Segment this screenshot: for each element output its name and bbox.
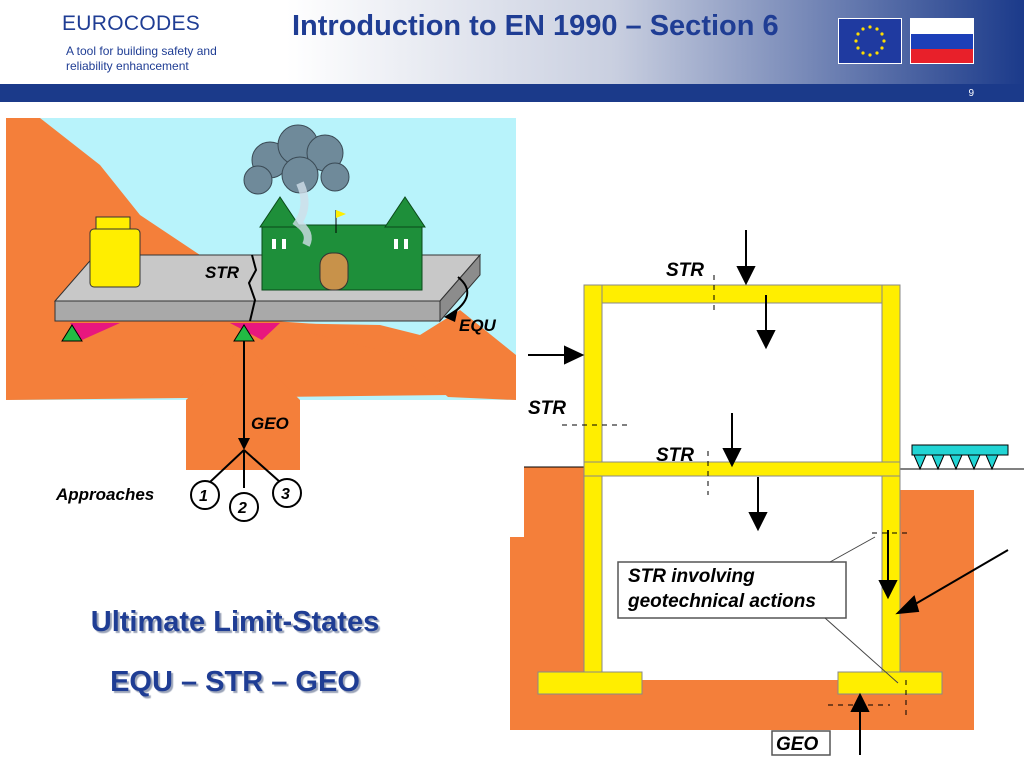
- approach-2-circle: [229, 492, 259, 522]
- brand-title: EUROCODES: [62, 12, 201, 35]
- limit-states-heading: Ultimate Limit-States: [90, 606, 380, 638]
- limit-states-subheading: EQU – STR – GEO: [110, 666, 360, 698]
- str-label: STR: [205, 263, 240, 282]
- smoke-cloud-icon: [243, 124, 350, 195]
- equ-label: EQU: [459, 316, 497, 335]
- support-left: [70, 323, 120, 340]
- approach-1-circle: [190, 480, 220, 510]
- frame-structure-illustration: STR STR STR STR involving geotechnical a…: [510, 230, 1024, 756]
- right-slope: [270, 310, 516, 400]
- str-side-label: STR: [528, 398, 566, 419]
- eu-flag-icon: [838, 18, 902, 64]
- str-top-label: STR: [666, 260, 704, 281]
- slide-title: Introduction to EN 1990 – Section 6: [292, 10, 779, 42]
- frame: [537, 284, 943, 695]
- approach-3-label: 3: [281, 486, 290, 503]
- geo-label: GEO: [251, 414, 289, 433]
- approach-1-label: 1: [199, 488, 208, 505]
- soil-mass: [510, 467, 974, 730]
- hinge-left: [61, 324, 83, 342]
- approaches-label: Approaches: [55, 485, 154, 504]
- geo-box: [771, 730, 831, 756]
- surcharge-triangles: [913, 454, 999, 471]
- brand-tagline: A tool for building safety and reliabili…: [66, 44, 217, 73]
- header-bar: [0, 84, 1024, 102]
- str-mid-label: STR: [656, 445, 694, 466]
- russia-flag-icon: [910, 18, 974, 64]
- load-arrows: [528, 230, 1009, 755]
- approach-2-label: 2: [237, 500, 247, 517]
- str-geotech-line-2: geotechnical actions: [627, 591, 816, 612]
- str-geotech-callout: [617, 561, 847, 619]
- ground-beam-illustration: STR EQU GEO Approaches 1 2 3: [6, 118, 516, 522]
- castle-icon: [259, 196, 426, 291]
- str-geotech-line-1: STR involving: [628, 566, 755, 587]
- approach-3-circle: [272, 478, 302, 508]
- geo-bottom-label: GEO: [776, 734, 818, 755]
- page-number: 9: [968, 88, 974, 99]
- weight-icon: [89, 228, 141, 288]
- beam-front: [54, 300, 441, 322]
